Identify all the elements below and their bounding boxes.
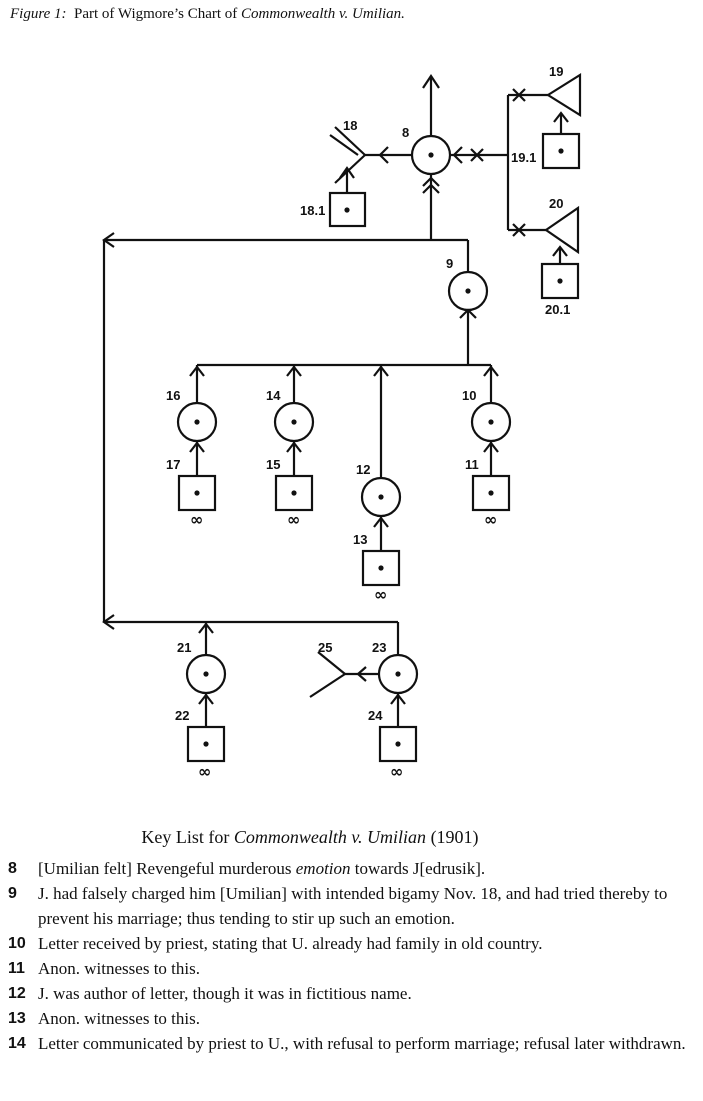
node-17	[177, 441, 217, 512]
key-title-year: (1901)	[430, 827, 479, 847]
key-item-number: 9	[8, 885, 17, 902]
node-20	[508, 205, 580, 255]
infinity-22: ∞	[198, 762, 211, 781]
label-16: 16	[166, 388, 180, 403]
key-item-text: Letter received by priest, stating that …	[38, 934, 543, 953]
infinity-11: ∞	[484, 510, 497, 529]
infinity-15: ∞	[287, 510, 300, 529]
label-10: 10	[462, 388, 476, 403]
node-15	[274, 441, 314, 512]
node-22	[186, 693, 226, 763]
node-21	[185, 622, 227, 695]
label-9: 9	[446, 256, 453, 271]
node-20-1	[540, 245, 580, 300]
key-item-number: 14	[8, 1035, 26, 1052]
node-19	[508, 73, 582, 117]
key-item-number: 11	[8, 960, 25, 977]
key-list-title: Key List for Commonwealth v. Umilian (19…	[0, 827, 620, 848]
label-23: 23	[372, 640, 386, 655]
node-23	[377, 622, 419, 695]
key-item-text-before: [Umilian felt] Revengeful murderous	[38, 859, 292, 878]
figure-number: Figure 1:	[10, 6, 67, 22]
label-13: 13	[353, 532, 367, 547]
node-18-1	[328, 166, 367, 228]
key-item-14: 14 Letter communicated by priest to U., …	[8, 1031, 688, 1056]
infinity-13: ∞	[374, 585, 387, 604]
label-21: 21	[177, 640, 191, 655]
node-14	[273, 365, 315, 443]
key-item-11: 11 Anon. witnesses to this.	[8, 956, 688, 981]
node-16	[176, 365, 218, 443]
node-8	[410, 134, 452, 176]
label-18: 18	[343, 118, 357, 133]
key-item-8: 8 [Umilian felt] Revengeful murderous em…	[8, 856, 688, 881]
label-12: 12	[356, 462, 370, 477]
key-item-text: [Umilian felt] Revengeful murderous emot…	[38, 856, 688, 881]
label-22: 22	[175, 708, 189, 723]
label-14: 14	[266, 388, 281, 403]
key-item-text: Anon. witnesses to this.	[38, 1009, 200, 1028]
key-item-12: 12 J. was author of letter, though it wa…	[8, 981, 688, 1006]
label-20: 20	[549, 196, 563, 211]
key-item-number: 10	[8, 935, 26, 952]
key-item-text-emphasis: emotion	[295, 859, 351, 878]
figure-caption: Figure 1: Part of Wigmore’s Chart of Com…	[10, 6, 405, 23]
caption-case: Commonwealth v. Umilian.	[241, 6, 405, 22]
key-item-text-after: towards J[edrusik].	[354, 859, 486, 878]
key-item-text: Letter communicated by priest to U., wit…	[38, 1034, 686, 1053]
label-19: 19	[549, 64, 563, 79]
node-11	[471, 441, 511, 512]
key-item-13: 13 Anon. witnesses to this.	[8, 1006, 688, 1031]
connector-8-right	[450, 95, 510, 230]
key-title-prefix: Key List for	[141, 827, 230, 847]
label-11: 11	[465, 457, 479, 472]
label-19-1: 19.1	[511, 150, 536, 165]
node-10	[470, 365, 512, 443]
key-item-number: 8	[8, 860, 17, 877]
wigmore-chart: 8 18 18.1 19 19.1	[102, 64, 582, 781]
main-frame-line	[102, 232, 468, 630]
up-arrow-8	[422, 74, 440, 136]
label-15: 15	[266, 457, 280, 472]
key-item-number: 12	[8, 985, 26, 1002]
label-25: 25	[318, 640, 332, 655]
key-item-text: J. was author of letter, though it was i…	[38, 984, 412, 1003]
key-item-9: 9 J. had falsely charged him [Umilian] w…	[8, 881, 688, 931]
label-17: 17	[166, 457, 180, 472]
node-18	[329, 126, 412, 184]
node-19-1	[541, 111, 581, 170]
key-item-text: J. had falsely charged him [Umilian] wit…	[38, 884, 668, 928]
node-25	[309, 651, 379, 698]
infinity-24: ∞	[390, 762, 403, 781]
node-13	[361, 516, 401, 587]
key-title-case: Commonwealth v. Umilian	[233, 827, 427, 847]
label-8: 8	[402, 125, 409, 140]
key-item-text: Anon. witnesses to this.	[38, 959, 200, 978]
label-24: 24	[368, 708, 383, 723]
key-item-10: 10 Letter received by priest, stating th…	[8, 931, 688, 956]
label-20-1: 20.1	[545, 302, 570, 317]
caption-text: Part of Wigmore’s Chart of	[74, 6, 238, 22]
key-item-number: 13	[8, 1010, 26, 1027]
node-12	[360, 365, 402, 518]
infinity-17: ∞	[190, 510, 203, 529]
label-18-1: 18.1	[300, 203, 325, 218]
key-list: 8 [Umilian felt] Revengeful murderous em…	[8, 856, 688, 1056]
node-24	[378, 693, 418, 763]
